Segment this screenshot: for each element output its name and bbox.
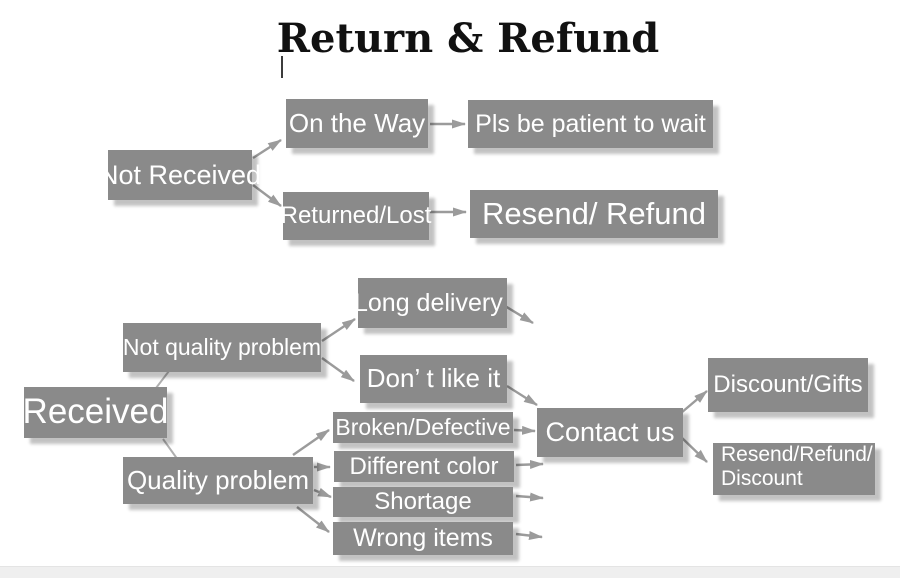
node-not-received: Not Received xyxy=(99,150,261,200)
node-wrong-items-label: Wrong items xyxy=(353,524,493,553)
node-quality-problem-label: Quality problem xyxy=(126,464,310,495)
edge-contact_us--resend_refund_discount xyxy=(680,436,708,463)
node-different-color: Different color xyxy=(334,451,514,482)
node-returned-lost: Returned/Lost xyxy=(280,192,432,240)
node-pls-be-patient-label: Pls be patient to wait xyxy=(475,109,706,138)
node-not-quality-problem-label: Not quality problem xyxy=(122,334,322,361)
node-dont-like-it: Don’ t like it xyxy=(360,355,507,403)
node-long-delivery-label: Long delivery xyxy=(358,288,503,317)
node-shortage: Shortage xyxy=(333,487,513,517)
node-resend-refund-discount-line1: Resend/Refund/ xyxy=(721,443,873,466)
node-pls-be-patient: Pls be patient to wait xyxy=(468,100,713,148)
node-received: Received xyxy=(22,387,169,438)
edge-quality_problem--wrong_items xyxy=(296,506,330,533)
node-resend-refund-label: Resend/ Refund xyxy=(481,195,707,231)
edge-shortage--contact_us xyxy=(515,492,544,502)
node-dont-like-it-label: Don’ t like it xyxy=(366,363,501,394)
node-returned-lost-label: Returned/Lost xyxy=(280,202,432,230)
node-wrong-items: Wrong items xyxy=(333,522,513,555)
node-discount-gifts-label: Discount/Gifts xyxy=(713,371,863,399)
edge-long_delivery--contact_us xyxy=(504,304,534,325)
edge-quality_problem--shortage xyxy=(313,487,332,499)
edge-not_quality_problem--long_delivery xyxy=(321,318,356,342)
node-received-label: Received xyxy=(22,392,169,432)
node-resend-refund-discount: Resend/Refund/ Discount xyxy=(713,443,875,495)
node-long-delivery: Long delivery xyxy=(358,278,507,328)
edge-contact_us--discount_gifts xyxy=(680,390,708,414)
edge-wrong_items--contact_us xyxy=(515,531,543,540)
node-not-quality-problem: Not quality problem xyxy=(123,323,321,372)
node-broken-defective-label: Broken/Defective xyxy=(335,414,511,441)
node-resend-refund: Resend/ Refund xyxy=(470,190,718,238)
node-not-received-label: Not Received xyxy=(98,159,262,190)
node-shortage-label: Shortage xyxy=(374,488,472,516)
bottom-edge-band xyxy=(0,566,900,578)
edge-quality_problem--broken_defective xyxy=(292,429,330,456)
edge-not_received--on_the_way xyxy=(252,138,282,160)
node-on-the-way: On the Way xyxy=(286,99,428,148)
edge-broken_defective--contact_us xyxy=(513,425,536,435)
node-quality-problem: Quality problem xyxy=(123,457,313,504)
node-discount-gifts: Discount/Gifts xyxy=(708,358,868,412)
edge-not_received--returned_lost xyxy=(252,184,282,207)
edge-not_quality_problem--dont_like_it xyxy=(321,357,355,382)
node-contact-us: Contact us xyxy=(537,408,683,457)
stray-vertical-mark xyxy=(281,56,283,78)
node-contact-us-label: Contact us xyxy=(545,417,675,448)
edge-different_color--contact_us xyxy=(515,459,544,469)
edge-received--quality_problem xyxy=(162,438,179,461)
node-different-color-label: Different color xyxy=(349,452,499,480)
node-resend-refund-discount-line2: Discount xyxy=(721,467,803,491)
edge-dont_like_it--contact_us xyxy=(506,384,538,407)
node-broken-defective: Broken/Defective xyxy=(333,412,513,443)
page-title: Return & Refund xyxy=(276,15,660,62)
node-on-the-way-label: On the Way xyxy=(288,107,426,138)
